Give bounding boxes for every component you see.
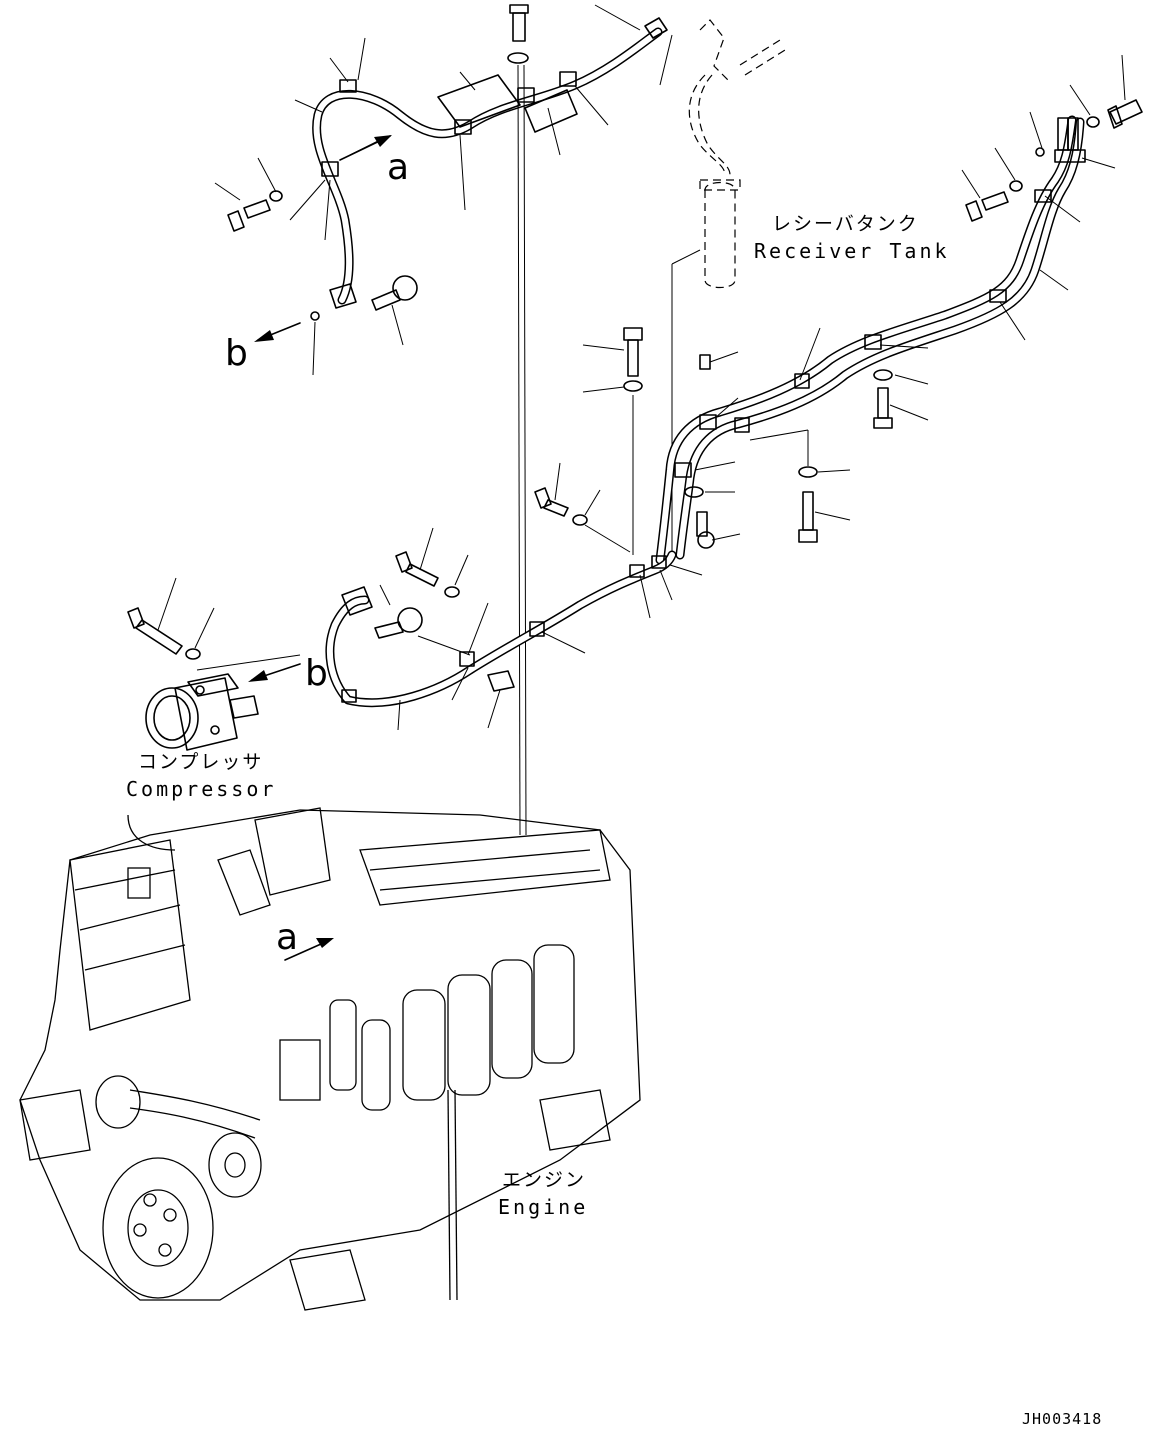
receiver-tank-label-ja: レシーバタンク [772,213,919,235]
bolt-center-right-stack [623,327,893,549]
o-ring-upper [310,311,320,321]
marker-a-lower: a [276,917,299,958]
leader-lines-right [582,54,1126,576]
engine-label-ja: エンジン [502,1169,587,1191]
bolt-top-center [507,4,529,64]
lower-hose [325,550,677,708]
arrow-b-upper [254,322,301,342]
bolt-upper-left [227,190,283,232]
arrow-a-lower [284,938,334,961]
bolt-lower-center [395,551,460,598]
compressor-label-ja: コンプレッサ [138,751,264,773]
receiver-tank [671,19,786,560]
bolt-center-small [534,487,588,526]
receiver-tank-label-en: Receiver Tank [754,239,950,263]
marker-b-upper: b [225,333,248,374]
bolt-top-right [1086,99,1143,129]
drawing-code: JH003418 [1022,1410,1103,1428]
upper-left-hose [312,17,668,309]
bolt-right-middle [965,180,1023,222]
right-hose [655,115,1086,565]
arrow-a-upper [339,135,392,161]
reference-line-center [517,64,521,836]
marker-a-upper: a [387,147,410,188]
engine-label-en: Engine [498,1195,589,1219]
leader-lines-lower [157,462,673,731]
compressor-label-en: Compressor [126,777,277,801]
banjo-bolt-upper [371,275,418,311]
marker-b-lower: b [305,653,328,694]
leader-lines-upper [214,4,673,376]
arrow-b-lower [248,663,301,682]
compressor [145,673,259,751]
engine [19,807,641,1311]
bolt-lower-left [127,607,201,660]
